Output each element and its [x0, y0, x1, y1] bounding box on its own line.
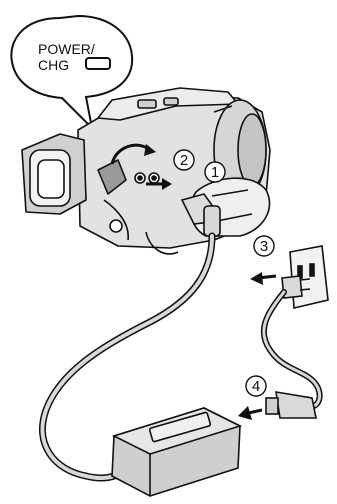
power-cord-connector	[266, 392, 316, 418]
step-1-label: 1	[205, 162, 225, 182]
power-chg-terminal-icon	[86, 58, 110, 69]
step-1-number: 1	[211, 164, 219, 181]
step-2-number: 2	[180, 152, 188, 169]
connect-adapter-arrow	[238, 406, 262, 420]
callout-power-label: POWER/	[38, 41, 95, 57]
step-3-number: 3	[260, 238, 268, 255]
step-4-number: 4	[252, 378, 260, 395]
compact-power-adapter	[112, 408, 240, 496]
step-2-label: 2	[174, 150, 194, 170]
step-4-label: 4	[246, 376, 266, 396]
camcorder-illustration	[22, 88, 270, 254]
step-3-label: 3	[254, 236, 274, 256]
unplug-arrow	[250, 272, 276, 285]
callout-chg-label: CHG	[38, 57, 69, 73]
